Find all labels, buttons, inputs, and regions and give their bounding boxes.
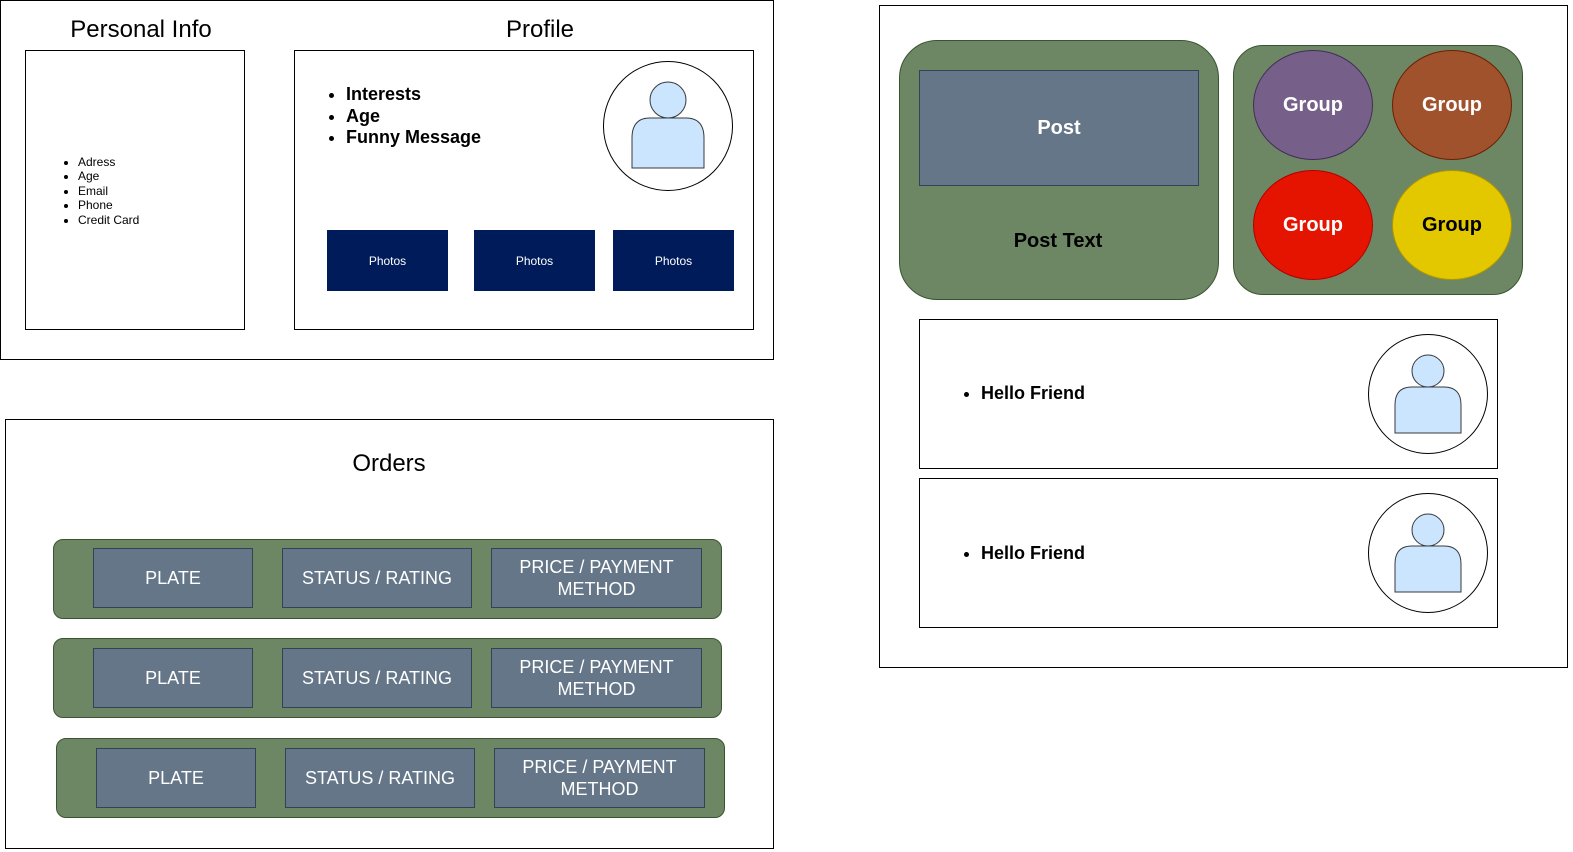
order-method-line: METHOD [557, 579, 636, 599]
profile-title: Profile [505, 16, 575, 43]
order-plate: PLATE [93, 548, 253, 608]
order-price-line: PRICE / PAYMENT [522, 757, 677, 777]
user-icon [1394, 354, 1462, 434]
friend-avatar [1368, 493, 1488, 613]
list-item: Funny Message [346, 127, 570, 149]
friend-message-text: Hello Friend [981, 543, 1085, 564]
order-price-payment: PRICE / PAYMENT METHOD [491, 648, 702, 708]
order-price-payment: PRICE / PAYMENT METHOD [491, 548, 702, 608]
photos-button[interactable]: Photos [474, 230, 595, 291]
friend-message-list: Hello Friend [962, 383, 1085, 404]
group-bubble-brown[interactable]: Group [1392, 50, 1512, 160]
photos-button[interactable]: Photos [613, 230, 734, 291]
personal-info-card: Adress Age Email Phone Credit Card [25, 50, 245, 330]
order-price-line: PRICE / PAYMENT [519, 657, 674, 677]
order-method-line: METHOD [557, 679, 636, 699]
photos-button[interactable]: Photos [327, 230, 448, 291]
list-item: Age [346, 106, 570, 128]
orders-title: Orders [352, 450, 426, 477]
order-plate: PLATE [96, 748, 256, 808]
order-price-line: PRICE / PAYMENT [519, 557, 674, 577]
group-bubble-yellow[interactable]: Group [1392, 170, 1512, 280]
profile-card: Interests Age Funny Message Photos Photo… [294, 50, 754, 330]
user-icon [631, 81, 705, 169]
friend-message-text: Hello Friend [981, 383, 1085, 404]
post-text: Post Text [1013, 230, 1103, 252]
list-item: Phone [78, 198, 222, 212]
order-plate: PLATE [93, 648, 253, 708]
order-price-payment: PRICE / PAYMENT METHOD [494, 748, 705, 808]
profile-avatar [603, 61, 733, 191]
group-bubble-red[interactable]: Group [1253, 170, 1373, 280]
personal-info-title: Personal Info [70, 16, 212, 43]
personal-info-list: Adress Age Email Phone Credit Card [62, 155, 222, 227]
order-status-rating: STATUS / RATING [282, 548, 472, 608]
friend-avatar [1368, 334, 1488, 454]
order-status-rating: STATUS / RATING [282, 648, 472, 708]
profile-list: Interests Age Funny Message [330, 84, 570, 149]
list-item: Adress [78, 155, 222, 169]
group-bubble-purple[interactable]: Group [1253, 50, 1373, 160]
friend-message-list: Hello Friend [962, 543, 1085, 564]
list-item: Age [78, 169, 222, 183]
list-item: Credit Card [78, 213, 222, 227]
order-status-rating: STATUS / RATING [285, 748, 475, 808]
list-item: Email [78, 184, 222, 198]
order-method-line: METHOD [560, 779, 639, 799]
user-icon [1394, 513, 1462, 593]
list-item: Interests [346, 84, 570, 106]
post-image: Post [919, 70, 1199, 186]
